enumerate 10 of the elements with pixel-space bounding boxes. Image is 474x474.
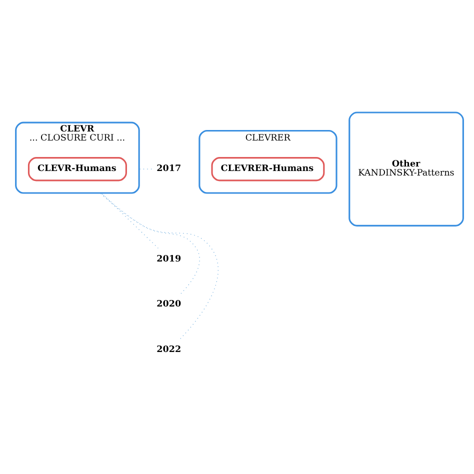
node-text: 2017 [156, 164, 182, 174]
node-box: CLEVR-Humans [28, 157, 127, 182]
node-text: 2022 [156, 344, 182, 355]
connector [100, 192, 218, 339]
node-box: Other KANDINSKY-Patterns [348, 112, 464, 226]
node-text: 2020 [156, 300, 182, 310]
node-box: CLEVRER-Humans [211, 157, 325, 182]
connector [100, 192, 200, 294]
node-text: 2019 [156, 254, 182, 264]
connector [101, 192, 158, 248]
